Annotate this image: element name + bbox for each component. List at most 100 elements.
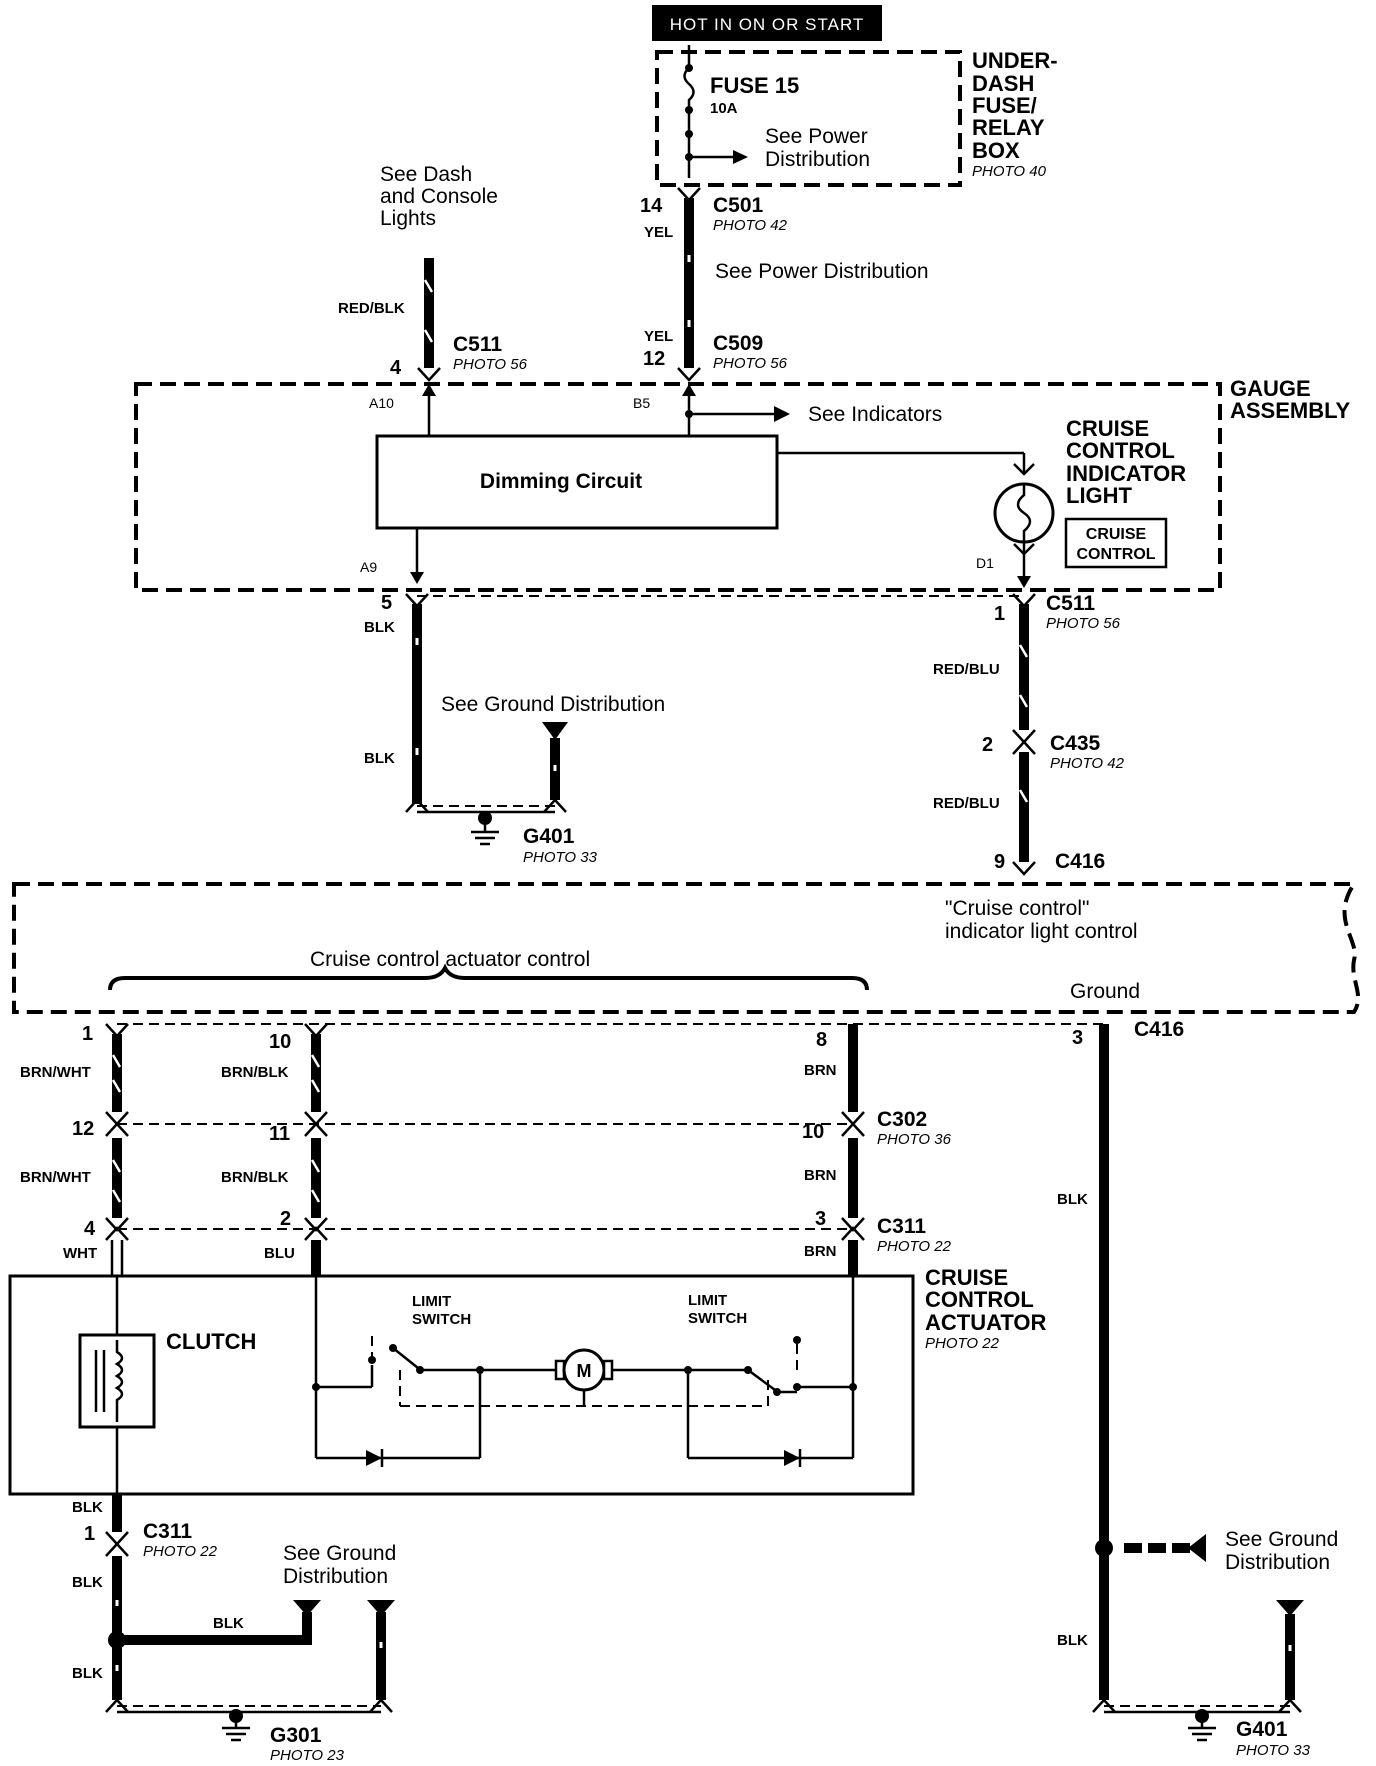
svg-text:PHOTO 22: PHOTO 22 xyxy=(925,1335,1000,1352)
conn-c311-top-photo: PHOTO 22 xyxy=(877,1238,952,1255)
fuse-relay-box xyxy=(655,50,962,187)
ground-g401-right-photo: PHOTO 33 xyxy=(1236,1742,1311,1759)
conn-c435: C435 xyxy=(1050,732,1101,755)
see-power-distribution: See Power Distribution xyxy=(715,260,929,283)
pin-10-c416: 10 xyxy=(269,1031,291,1053)
wire-yel-label-2: YEL xyxy=(644,328,673,345)
see-indicators: See Indicators xyxy=(808,403,942,426)
svg-text:SWITCH: SWITCH xyxy=(688,1310,747,1327)
conn-c511-bottom: C511 xyxy=(1046,592,1095,615)
svg-text:CRUISE: CRUISE xyxy=(1066,416,1149,441)
pin-d1: D1 xyxy=(976,555,994,571)
pcm-ground: Ground xyxy=(1070,980,1140,1003)
fuse-see-2: Distribution xyxy=(765,148,870,171)
conn-c311-bottom: C311 xyxy=(143,1520,192,1543)
conn-c501-photo: PHOTO 42 xyxy=(713,217,788,234)
pin-1-c416: 1 xyxy=(82,1023,93,1045)
conn-c435-photo: PHOTO 42 xyxy=(1050,755,1125,772)
fuse-rating: 10A xyxy=(710,100,738,117)
svg-text:GAUGE: GAUGE xyxy=(1230,376,1311,401)
fuse-see-1: See Power xyxy=(765,125,868,148)
wire-blk-label-1: BLK xyxy=(364,619,395,636)
svg-text:See Dash: See Dash xyxy=(380,163,472,186)
svg-text:FUSE/: FUSE/ xyxy=(972,93,1037,118)
hot-label-box xyxy=(652,5,882,41)
svg-text:RELAY: RELAY xyxy=(972,115,1045,140)
ground-g301: G301 xyxy=(270,1724,322,1747)
wire-blk-right-label-1: BLK xyxy=(1057,1191,1088,1208)
pin-4-c511: 4 xyxy=(390,357,402,379)
pin-1-c511: 1 xyxy=(994,603,1005,625)
svg-text:ASSEMBLY: ASSEMBLY xyxy=(1230,398,1351,423)
diode-right xyxy=(784,1450,800,1466)
pcm-indicator-light-control: "Cruise control" indicator light control xyxy=(945,897,1138,943)
svg-text:Lights: Lights xyxy=(380,207,436,230)
svg-text:Distribution: Distribution xyxy=(283,1565,388,1588)
wire-red-blk-label: RED/BLK xyxy=(338,300,405,317)
indicator-light-name: CRUISE CONTROL INDICATOR LIGHT xyxy=(1066,416,1186,508)
limit-switch-right-label: LIMIT SWITCH xyxy=(688,1292,747,1327)
wire-blk-clutch-label-1: BLK xyxy=(72,1499,103,1516)
pin-3-c311: 3 xyxy=(815,1208,826,1230)
pin-12-c302: 12 xyxy=(72,1118,94,1140)
pin-5-c511: 5 xyxy=(381,592,392,614)
svg-text:SWITCH: SWITCH xyxy=(412,1311,471,1328)
wire-blk-right-label-2: BLK xyxy=(1057,1632,1088,1649)
svg-text:"Cruise control": "Cruise control" xyxy=(945,897,1089,920)
motor-label: M xyxy=(577,1361,592,1381)
pin-3-c416: 3 xyxy=(1072,1027,1083,1049)
wire-brn-label-3: BRN xyxy=(804,1243,837,1260)
svg-text:CONTROL: CONTROL xyxy=(1066,438,1175,463)
conn-c501: C501 xyxy=(713,194,764,217)
svg-text:and Console: and Console xyxy=(380,185,498,208)
fuse-15-symbol xyxy=(683,45,695,178)
pcm-actuator-control: Cruise control actuator control xyxy=(310,948,590,971)
wire-brn-blk-label-1: BRN/BLK xyxy=(221,1064,289,1081)
svg-text:LIGHT: LIGHT xyxy=(1066,483,1133,508)
conn-c511-top: C511 xyxy=(453,333,502,356)
wire-brn-wht-label-1: BRN/WHT xyxy=(20,1064,91,1081)
gauge-assembly-box xyxy=(134,382,1222,592)
svg-text:PHOTO 40: PHOTO 40 xyxy=(972,163,1047,180)
pin-2-c435: 2 xyxy=(982,734,993,756)
diode-left xyxy=(366,1450,382,1466)
svg-text:See Ground: See Ground xyxy=(283,1542,396,1565)
wire-brn-blk-label-2: BRN/BLK xyxy=(221,1169,289,1186)
svg-text:DASH: DASH xyxy=(972,71,1034,96)
svg-text:CONTROL: CONTROL xyxy=(925,1287,1034,1312)
see-ground-distribution-gauge: See Ground Distribution xyxy=(441,693,665,716)
actuator-name: CRUISE CONTROL ACTUATOR PHOTO 22 xyxy=(925,1265,1047,1352)
see-ground-distribution-clutch: See Ground Distribution xyxy=(283,1542,396,1588)
ground-g401-right: G401 xyxy=(1236,1718,1288,1741)
cruise-control-label-2: CONTROL xyxy=(1076,546,1155,563)
wire-blu-label: BLU xyxy=(264,1245,295,1262)
clutch-label: CLUTCH xyxy=(166,1329,256,1354)
conn-c416-bottom: C416 xyxy=(1134,1018,1184,1041)
conn-c311-bottom-photo: PHOTO 22 xyxy=(143,1543,218,1560)
wire-brn-label-1: BRN xyxy=(804,1062,837,1079)
actuator-control-brace xyxy=(108,963,869,991)
wire-blk-clutch-label-4: BLK xyxy=(72,1665,103,1682)
svg-text:INDICATOR: INDICATOR xyxy=(1066,461,1186,486)
pin-12-c509: 12 xyxy=(643,348,665,370)
ground-g401-symbol xyxy=(471,825,499,846)
dimming-circuit xyxy=(375,434,779,530)
ground-g401b-symbol xyxy=(1188,1722,1216,1742)
limit-switch-right xyxy=(747,1368,776,1392)
cruise-control-actuator xyxy=(8,1274,915,1496)
wire-brn-label-2: BRN xyxy=(804,1167,837,1184)
svg-text:UNDER-: UNDER- xyxy=(972,48,1058,73)
dimming-circuit-label: Dimming Circuit xyxy=(480,470,642,493)
conn-c302: C302 xyxy=(877,1108,927,1131)
ground-g301-symbol xyxy=(222,1722,250,1742)
conn-c509-photo: PHOTO 56 xyxy=(713,355,788,372)
wire-blk-clutch-label-2: BLK xyxy=(72,1574,103,1591)
pin-14: 14 xyxy=(640,195,663,217)
wire-blk-label-2: BLK xyxy=(364,750,395,767)
svg-text:BOX: BOX xyxy=(972,138,1020,163)
svg-text:Distribution: Distribution xyxy=(1225,1551,1330,1574)
pin-8-c416: 8 xyxy=(816,1029,827,1051)
see-dash-console-lights: See Dash and Console Lights xyxy=(380,163,498,230)
hot-label: HOT IN ON OR START xyxy=(670,15,865,34)
